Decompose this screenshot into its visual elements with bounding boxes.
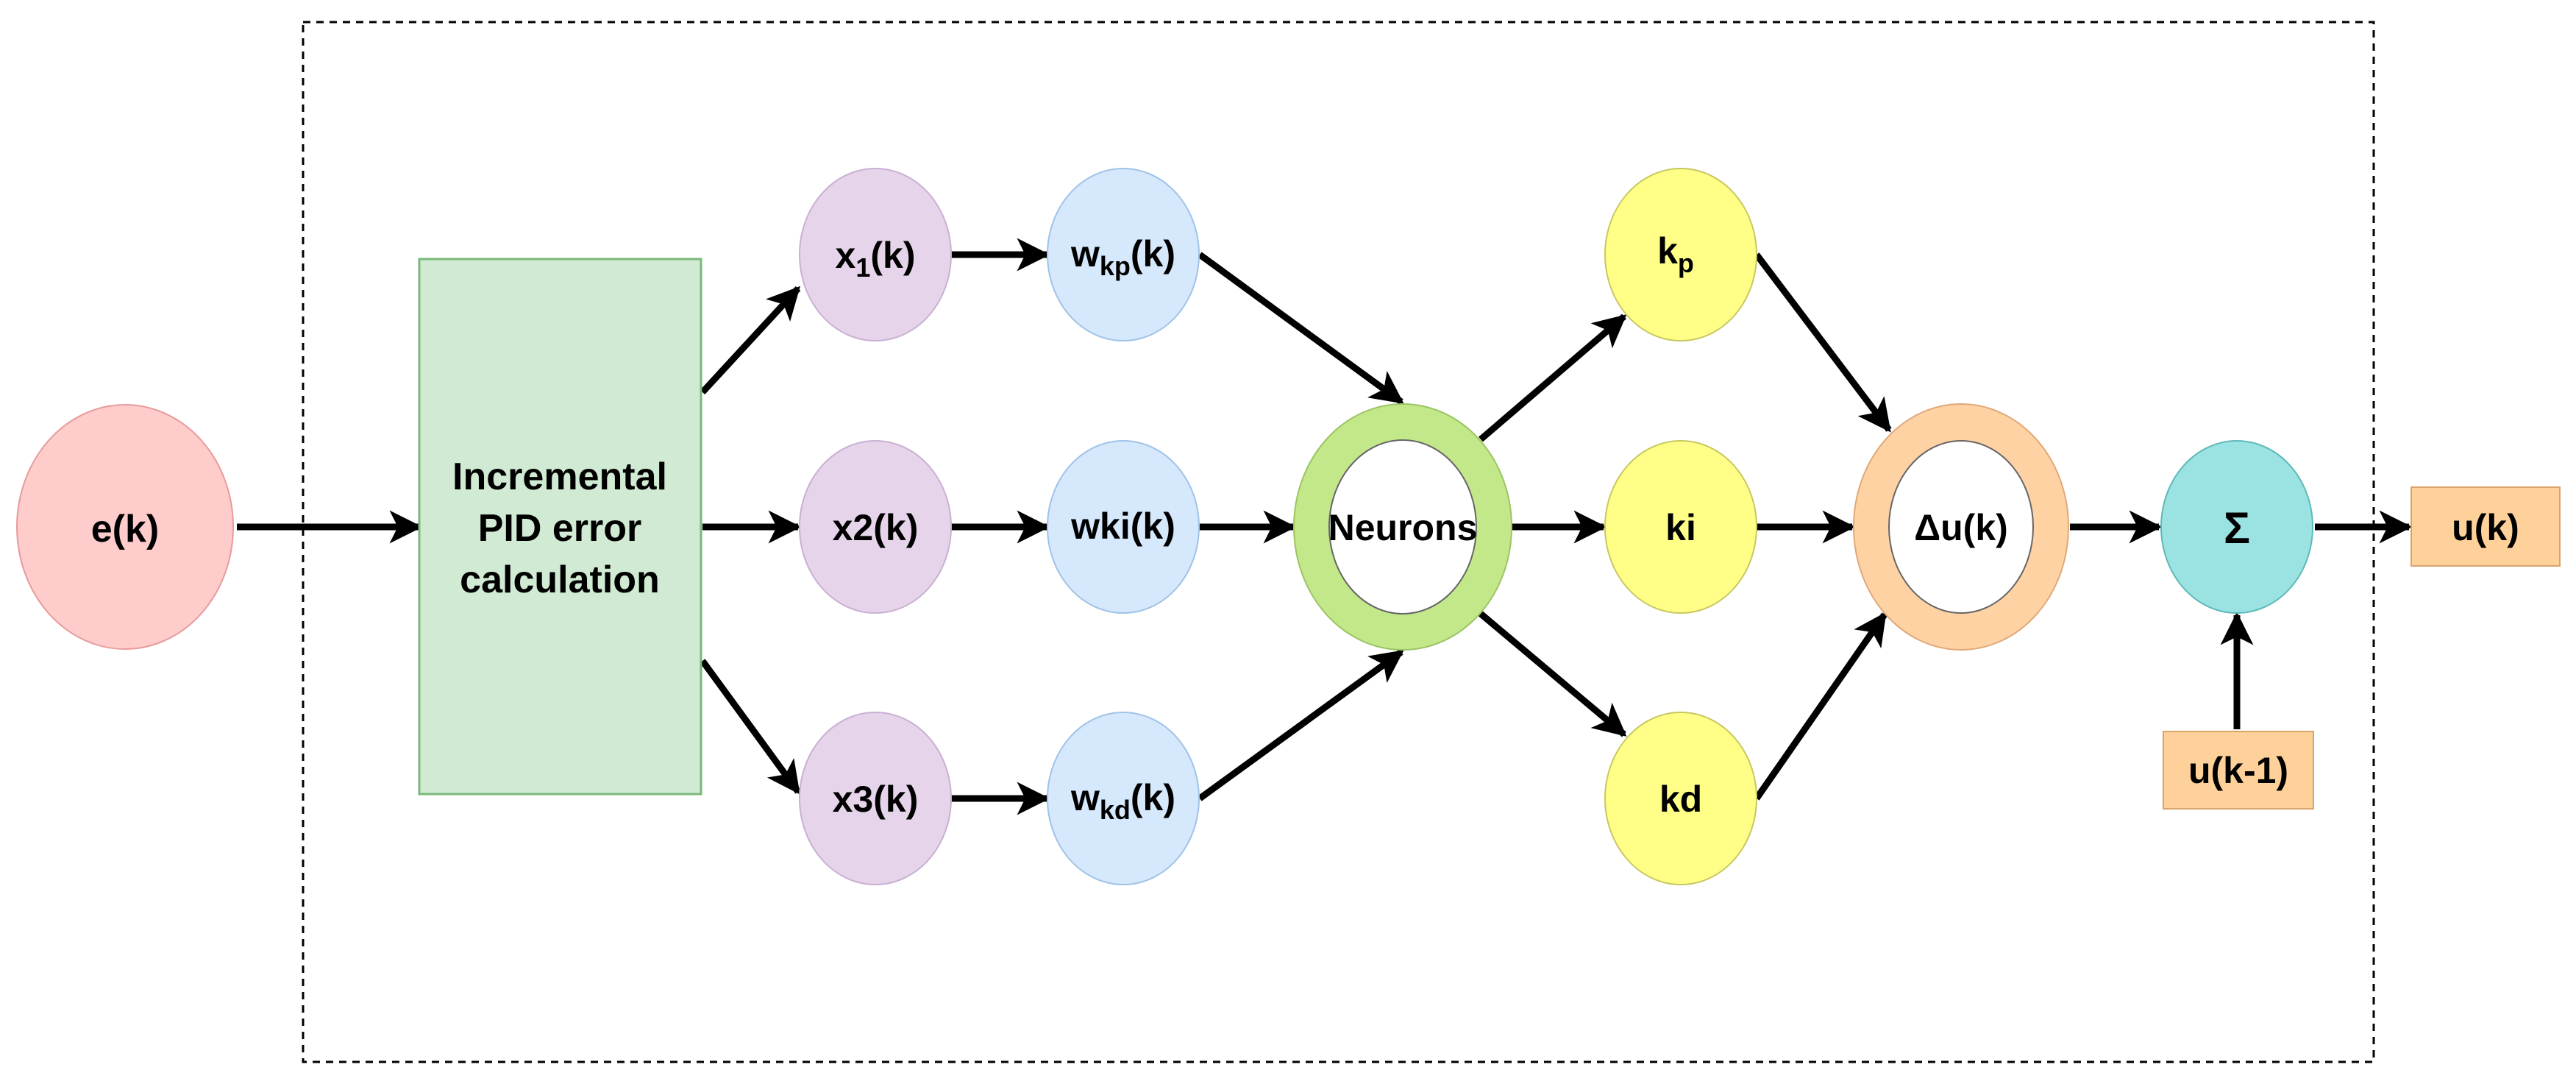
- connections: [237, 238, 2413, 815]
- neurons-label: Neurons: [1328, 507, 1478, 548]
- arrow-calc-to-x3: [700, 659, 801, 795]
- pid-calc-label-line3: calculation: [460, 559, 660, 601]
- output-box: [2410, 486, 2561, 567]
- kp-label: kp: [1657, 230, 1694, 278]
- delta-u-label: Δu(k): [1914, 507, 2008, 548]
- output-label: u(k): [2452, 507, 2519, 548]
- x1-label: x1(k): [836, 235, 916, 283]
- x2-node: [799, 440, 952, 614]
- x2-label: x2(k): [833, 507, 919, 548]
- wkp-label: wkp(k): [1070, 233, 1175, 281]
- arrow-neurons-to-kd: [1479, 611, 1627, 737]
- kd-label: kd: [1659, 779, 1702, 820]
- delta-u-inner: [1888, 440, 2034, 614]
- wkp-node: [1047, 168, 1200, 341]
- x3-node: [799, 712, 952, 885]
- error-input-node: [16, 404, 234, 650]
- arrow-kp-to-du: [1754, 252, 1892, 433]
- neurons-inner: [1328, 439, 1477, 614]
- wki-label: wki(k): [1070, 506, 1175, 547]
- wkd-label: wkd(k): [1070, 777, 1175, 825]
- arrow-wkp-to-neurons: [1198, 252, 1404, 405]
- pid-calc-label-line1: Incremental: [452, 456, 667, 498]
- summation-node: [2160, 440, 2313, 614]
- kp-node: [1604, 168, 1757, 341]
- previous-output-label: u(k-1): [2188, 750, 2288, 791]
- pid-error-calculation-block: [418, 258, 702, 796]
- controller-frame: [302, 21, 2375, 1063]
- arrow-wkd-to-neurons: [1198, 649, 1404, 801]
- pid-calc-label-line2: PID error: [478, 507, 642, 550]
- error-input-label: e(k): [91, 508, 159, 550]
- arrow-kd-to-du: [1754, 612, 1887, 801]
- x3-label: x3(k): [833, 779, 919, 820]
- x1-node: [799, 168, 952, 341]
- previous-output-box: [2163, 731, 2314, 810]
- summation-label: Σ: [2224, 503, 2250, 553]
- ki-label: ki: [1665, 507, 1696, 548]
- arrow-neurons-to-kp: [1479, 313, 1627, 442]
- ki-node: [1604, 440, 1757, 614]
- wki-node: [1047, 440, 1200, 614]
- arrow-calc-to-x1: [700, 286, 801, 395]
- wkd-node: [1047, 712, 1200, 885]
- kd-node: [1604, 712, 1757, 885]
